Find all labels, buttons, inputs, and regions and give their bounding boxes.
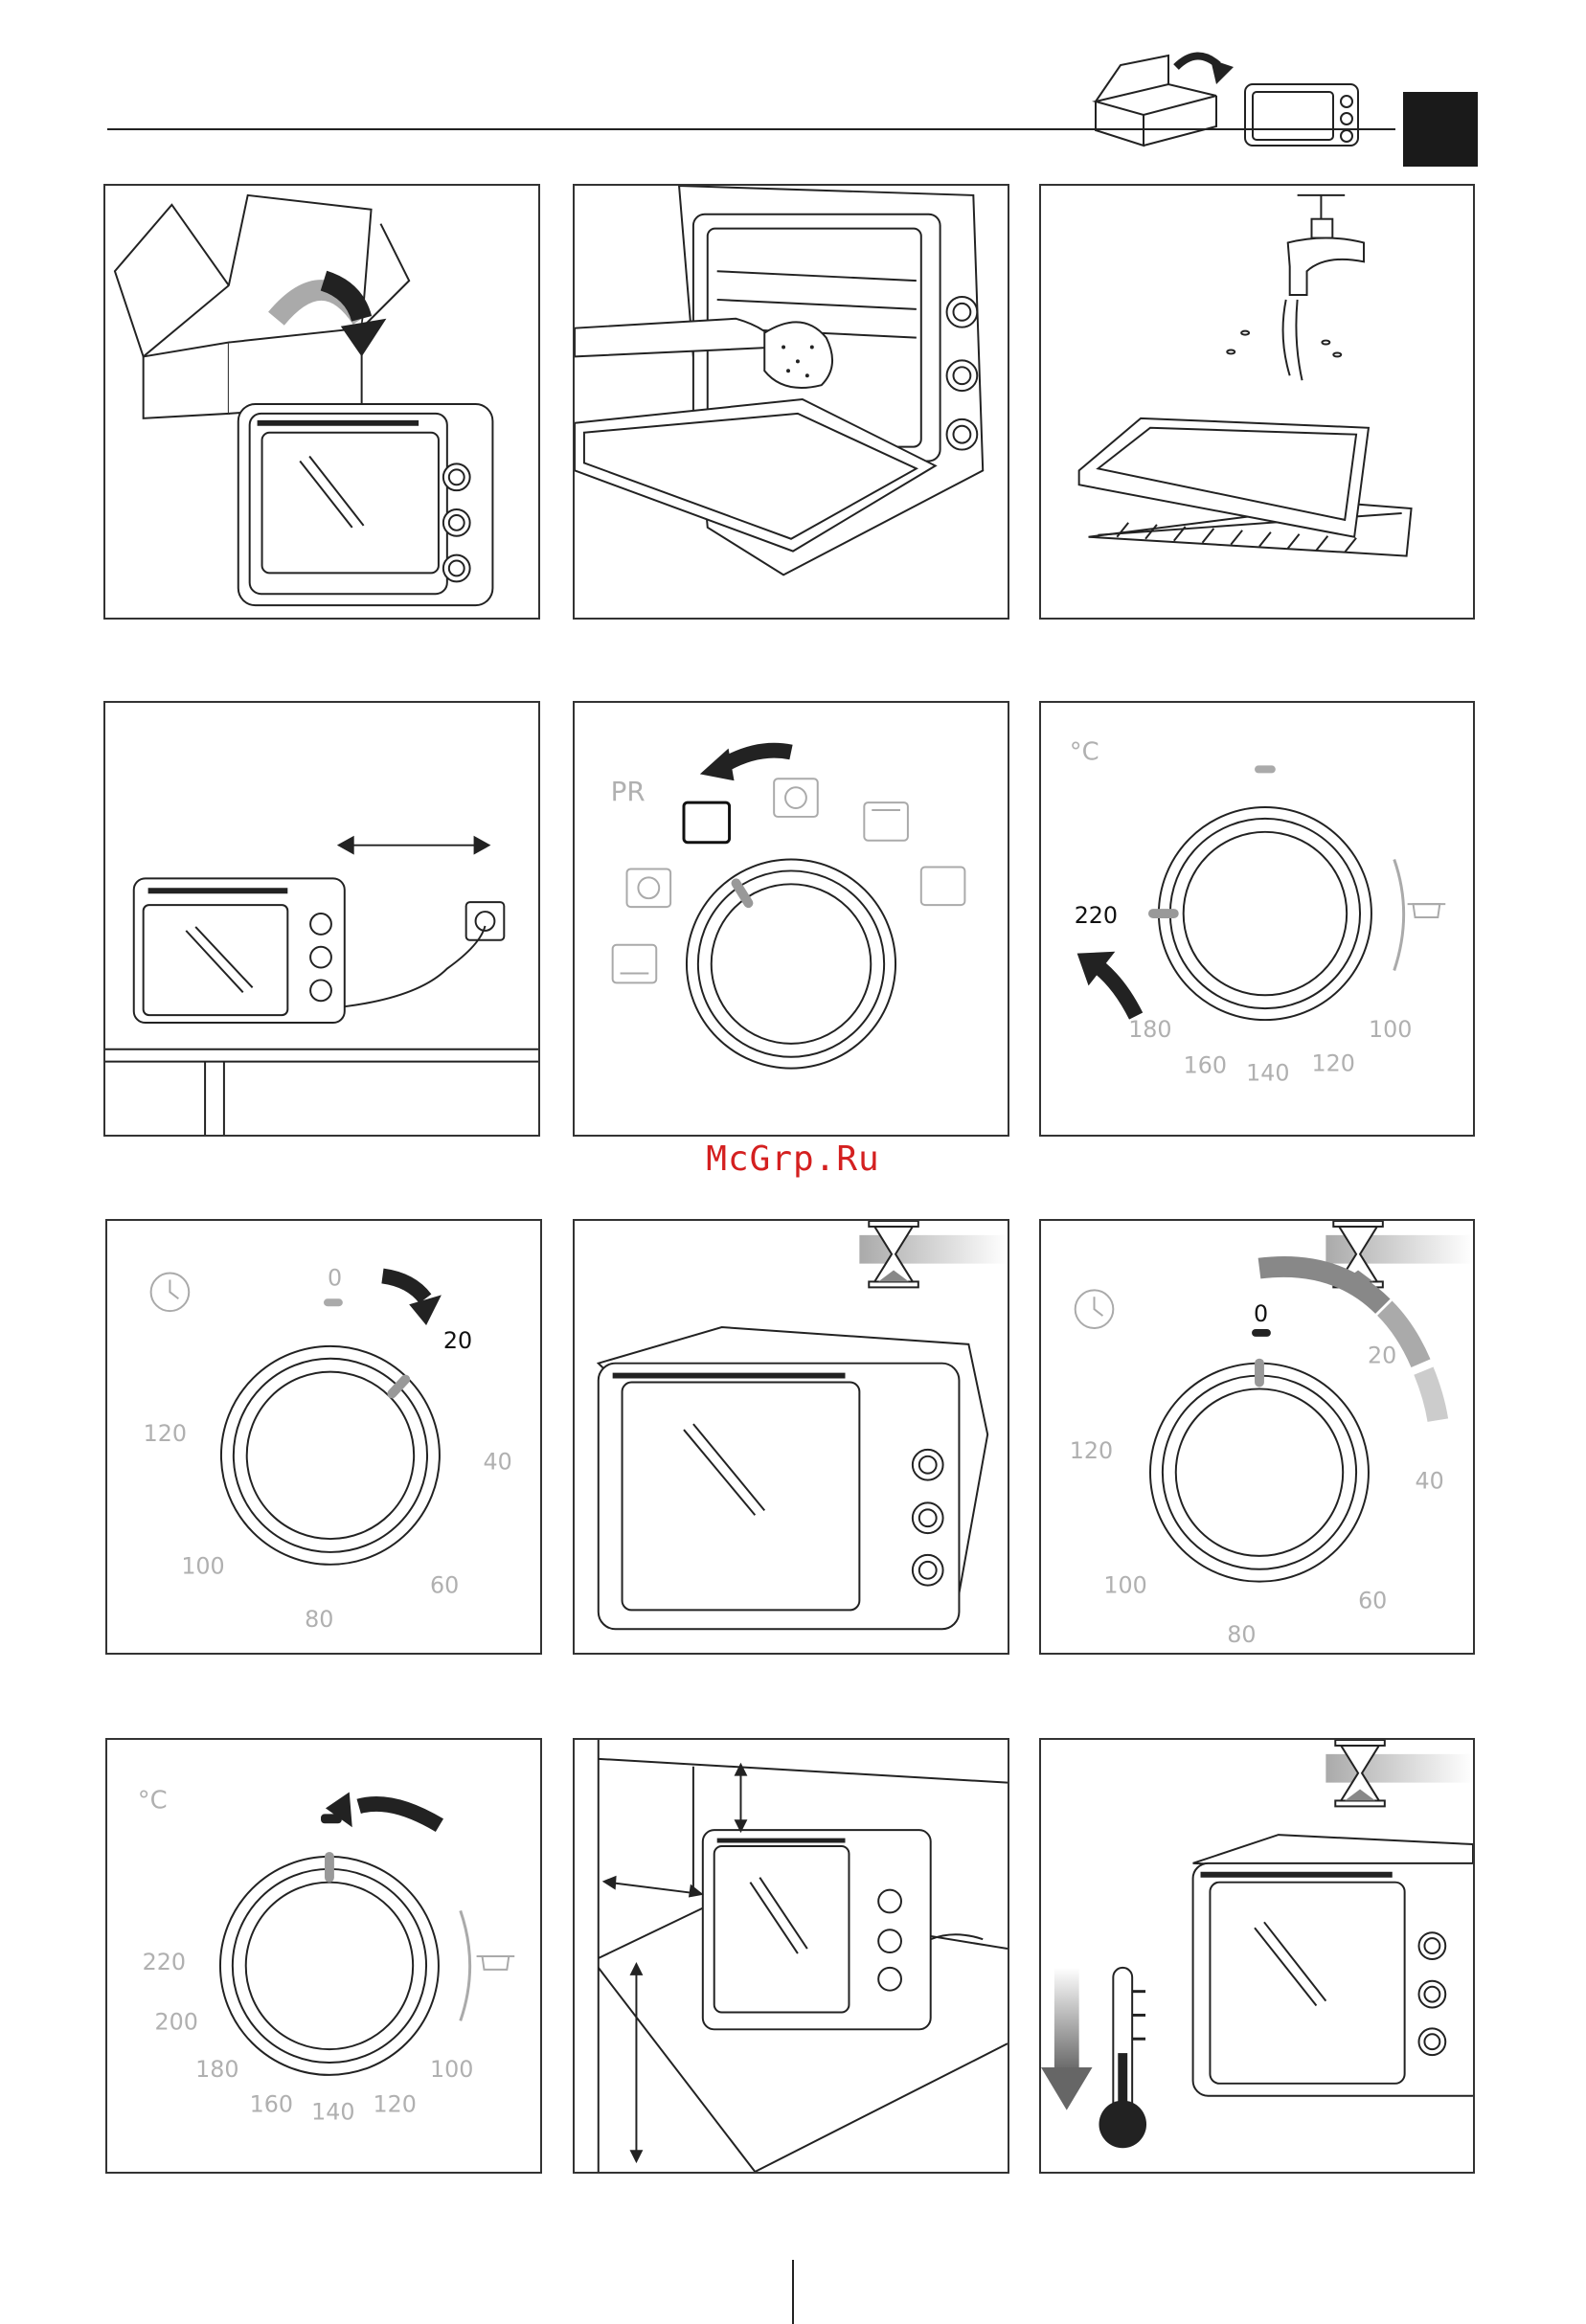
panel-clearances [573,1738,1009,2174]
panel-wash-accessories [1039,184,1475,620]
timer-label-120: 120 [144,1420,187,1447]
timer-label-80: 80 [305,1606,333,1633]
timer-label-100: 100 [1103,1572,1146,1599]
panel-clean-interior [573,184,1009,620]
temp-label-220: 220 [143,1949,186,1975]
temp-label-180: 180 [195,2056,238,2083]
timer-label-60: 60 [1358,1587,1387,1613]
temp-label-100: 100 [1369,1016,1412,1043]
temp-label-160: 160 [1184,1052,1227,1079]
faucet-icon [1288,195,1364,295]
thermostat-knob [220,1857,439,2075]
temp-label-140: 140 [311,2098,354,2125]
timer-knob [1150,1364,1369,1582]
page-divider [792,2260,794,2324]
timer-label-100: 100 [181,1553,224,1580]
section-marker [1403,92,1478,167]
panel-power-connection [103,701,540,1137]
watermark: McGrp.Ru [0,1139,1586,1179]
panel-function-selector: PR [573,701,1009,1137]
panel-thermostat-220: °C 220 180 160 140 120 100 [1039,701,1475,1137]
clock-icon [1076,1290,1114,1328]
pot-icon [477,1956,515,1970]
temp-label-100: 100 [430,2056,473,2083]
celsius-unit: °C [138,1786,168,1815]
celsius-unit: °C [1070,737,1099,766]
timer-label-40: 40 [1416,1468,1444,1495]
timer-label-20: 20 [1368,1343,1396,1369]
panel-cool-down [1039,1738,1475,2174]
temp-label-180: 180 [1128,1016,1171,1043]
function-knob [687,860,895,1069]
box-to-oven-icon [1092,46,1364,151]
temp-label-140: 140 [1246,1060,1289,1087]
panel-thermostat-off: °C 220 200 180 160 140 120 100 [105,1738,542,2174]
timer-label-0: 0 [1254,1300,1268,1327]
temp-label-120: 120 [374,2091,417,2118]
timer-label-0: 0 [328,1264,342,1291]
clock-icon [151,1274,190,1312]
timer-label-120: 120 [1070,1437,1113,1464]
timer-knob [221,1346,440,1565]
thermostat-knob [1153,807,1371,1020]
thermometer-icon [1099,1968,1146,2148]
temp-label-200: 200 [155,2008,198,2035]
temp-label-120: 120 [1311,1050,1354,1077]
panel-timer-countdown: 0 20 40 60 80 100 120 [1039,1219,1475,1655]
temp-label-220: 220 [1075,902,1118,929]
timer-label-20: 20 [443,1327,472,1354]
panel-unpack [103,184,540,620]
pot-icon [1408,904,1446,917]
panel-preheating [573,1219,1009,1655]
timer-label-40: 40 [484,1449,512,1476]
timer-label-60: 60 [430,1572,459,1599]
panel-timer-20: 0 20 40 60 80 100 120 [105,1219,542,1655]
temp-label-160: 160 [250,2091,293,2118]
timer-label-80: 80 [1227,1621,1256,1648]
pr-label: PR [611,776,646,807]
